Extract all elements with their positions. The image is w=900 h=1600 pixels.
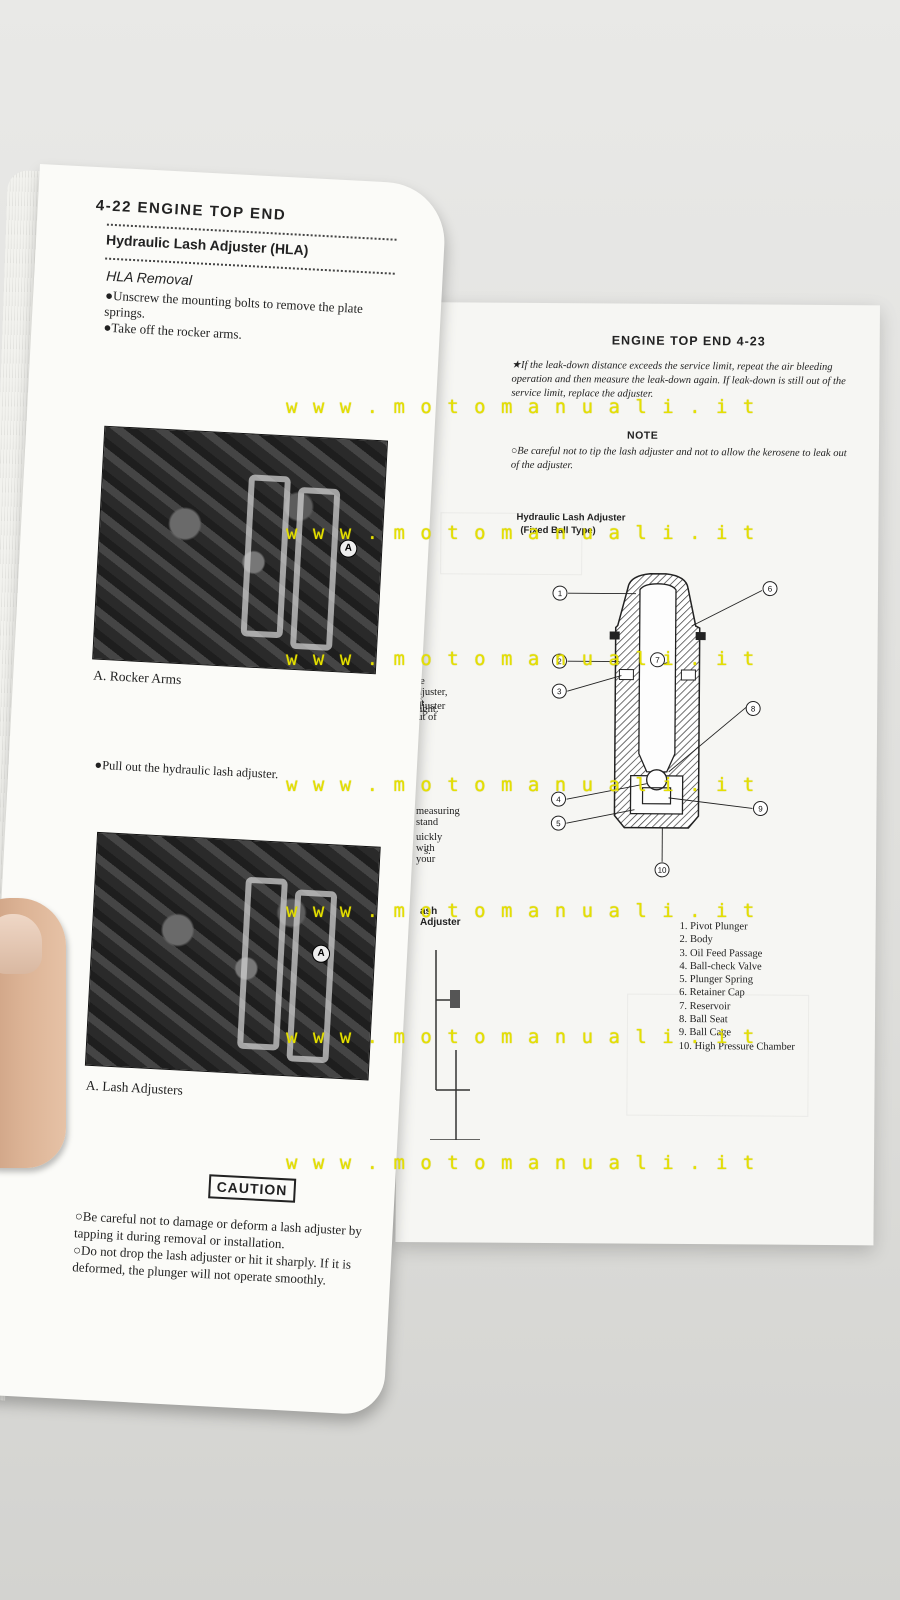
photo-highlight [236, 876, 288, 1051]
callout-7: 7 [655, 656, 660, 665]
legend-item: 1. Pivot Plunger [679, 920, 748, 933]
watermark: w w w . m o t o m a n u a l i . i t [286, 774, 757, 796]
caution-label: CAUTION [208, 1174, 297, 1203]
left-page-header: 4-22 ENGINE TOP END [95, 196, 287, 224]
measuring-stand-drawing [430, 950, 480, 1140]
thumb [0, 898, 66, 1168]
callout-10: 10 [658, 866, 668, 875]
callout-6: 6 [768, 585, 773, 594]
right-page: ENGINE TOP END 4-23 ★If the leak-down di… [395, 302, 880, 1246]
callout-1: 1 [558, 589, 563, 598]
watermark: w w w . m o t o m a n u a l i . i t [286, 1026, 757, 1048]
hla-oil-feed [618, 669, 634, 681]
callout-5: 5 [556, 819, 561, 828]
removal-steps: ●Unscrew the mounting bolts to remove th… [103, 288, 405, 352]
legend-item: 2. Body [679, 934, 713, 946]
right-page-header: ENGINE TOP END 4-23 [611, 333, 766, 349]
watermark: w w w . m o t o m a n u a l i . i t [286, 396, 757, 418]
hla-port [609, 631, 620, 640]
hla-cross-section-diagram: 1 2 3 4 5 6 7 8 9 10 [550, 572, 778, 878]
hla-ball [646, 769, 668, 791]
hla-ball-cage [641, 787, 672, 805]
note-text: ○Be careful not to tip the lash adjuster… [510, 445, 847, 472]
legend-item: 7. Reservoir [679, 1000, 731, 1013]
hla-reservoir [638, 583, 677, 773]
photo-highlight [289, 486, 341, 651]
rocker-arms-photo: A [92, 425, 389, 675]
legend-item: 4. Ball-check Valve [679, 960, 762, 973]
callout-8: 8 [751, 704, 756, 713]
note-title: NOTE [627, 429, 659, 442]
callout-3: 3 [557, 687, 562, 696]
watermark: w w w . m o t o m a n u a l i . i t [286, 900, 757, 922]
fragment-text: right. [416, 704, 439, 715]
legend-item: 5. Plunger Spring [679, 974, 754, 986]
fragment-text: measuring stand [416, 806, 460, 828]
thumbnail [0, 914, 42, 974]
hla-oil-feed [680, 669, 696, 681]
callout-4: 4 [556, 795, 561, 804]
hla-port [695, 632, 706, 641]
callout-2: 2 [557, 657, 562, 666]
photo1-caption: A. Rocker Arms [92, 667, 182, 688]
caution-items: ○Be careful not to damage or deform a la… [72, 1207, 395, 1292]
fragment-text: ash Adjuster [420, 906, 461, 928]
watermark: w w w . m o t o m a n u a l i . i t [286, 522, 757, 544]
callout-9: 9 [758, 804, 763, 813]
watermark: w w w . m o t o m a n u a l i . i t [286, 648, 757, 670]
step-pull-out: ●Pull out the hydraulic lash adjuster. [94, 757, 279, 782]
section-title: Hydraulic Lash Adjuster (HLA) [105, 231, 309, 259]
subsection-title: HLA Removal [105, 267, 193, 289]
legend-item: 3. Oil Feed Passage [679, 947, 763, 960]
watermark: w w w . m o t o m a n u a l i . i t [286, 1152, 757, 1174]
photo-highlight [240, 474, 291, 639]
fragment-text: uickly with your [416, 832, 443, 865]
legend-item: 6. Retainer Cap [679, 987, 745, 999]
fragment-text: s. [424, 846, 431, 857]
photo2-caption: A. Lash Adjusters [85, 1077, 184, 1098]
